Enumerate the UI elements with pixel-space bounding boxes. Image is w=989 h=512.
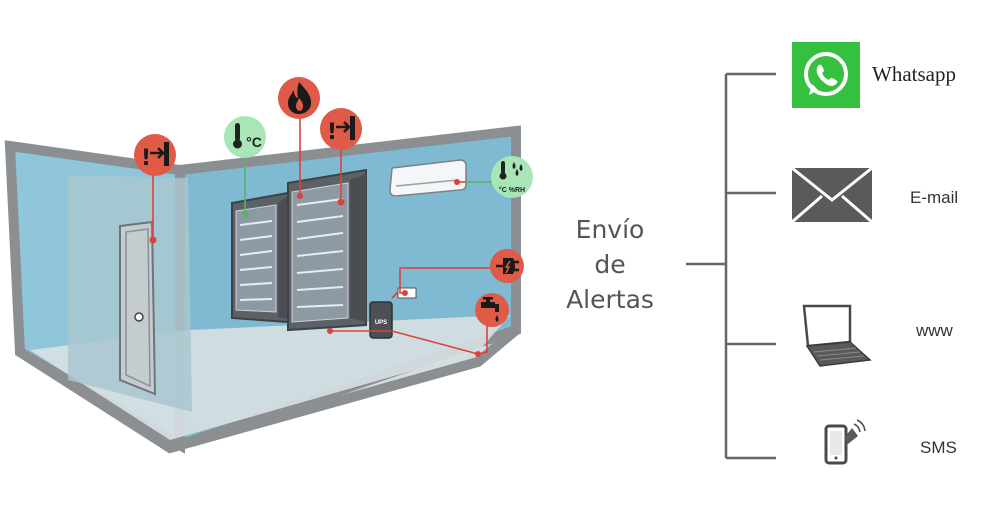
channel-label-www: www: [916, 321, 953, 340]
svg-text:!: !: [327, 120, 337, 145]
door-handle: [134, 312, 144, 322]
door-alarm-icon: !: [320, 108, 362, 150]
svg-text:!: !: [141, 146, 151, 171]
server-rack-1: [231, 191, 289, 324]
sensor-points: [149, 179, 481, 357]
server-rack-2: [287, 168, 367, 332]
channel-label-email: E-mail: [910, 188, 959, 207]
fire-icon: [278, 77, 320, 119]
alert-tree: [686, 72, 776, 460]
ups-label: UPS: [375, 320, 387, 326]
laptop-icon: [802, 304, 872, 367]
alert-title-line2: de: [594, 250, 626, 279]
door-alarm-icon: !: [134, 134, 176, 176]
temperature-sensor-icon: °C: [224, 116, 266, 158]
mobile-phone-icon: [824, 419, 866, 465]
room-door: [119, 220, 157, 396]
channel-label-sms: SMS: [920, 438, 957, 457]
ups-unit: UPS: [369, 301, 393, 339]
water-leak-icon: [475, 293, 509, 327]
whatsapp-icon: [792, 42, 860, 108]
temperature-unit: °C: [246, 134, 262, 150]
humidity-text: °C %RH: [499, 186, 525, 194]
door-panel: [125, 228, 151, 388]
room-floor-edge: [17, 326, 520, 454]
power-plug-icon: [490, 249, 524, 283]
alert-title-line3: Alertas: [566, 285, 654, 314]
server-room: UPS: [4, 112, 521, 454]
sensor-wiring-green: [244, 155, 495, 214]
alert-title-line1: Envío: [575, 215, 645, 244]
alert-title: Envío de Alertas: [555, 212, 665, 317]
temp-humidity-sensor-icon: °C %RH: [491, 156, 533, 198]
envelope-icon: [791, 166, 873, 224]
channel-label-whatsapp: Whatsapp: [872, 62, 956, 86]
air-conditioner: [389, 159, 467, 197]
